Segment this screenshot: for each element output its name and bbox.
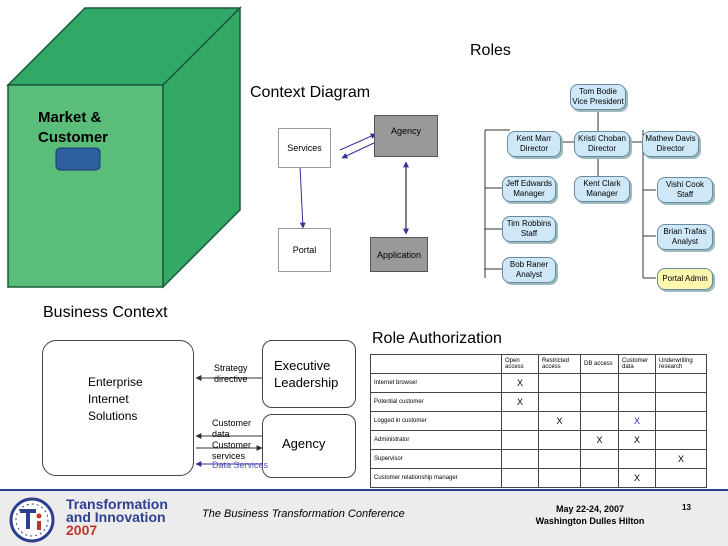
enterprise-box[interactable] (42, 340, 194, 476)
footer-bar (0, 489, 728, 546)
row-label: Internet browser (370, 373, 502, 393)
cube-inner-button (55, 147, 101, 171)
market-cube (6, 6, 242, 289)
context-connectors (299, 133, 409, 235)
role-authorization-title: Role Authorization (372, 330, 502, 347)
row-label: Customer relationship manager (370, 468, 502, 488)
row-label: Logged in customer (370, 411, 502, 431)
executive-leadership-box[interactable] (262, 340, 356, 408)
row-label: Potential customer (370, 392, 502, 412)
org-node-portal-admin[interactable]: Portal Admin (657, 268, 713, 290)
conference-title: The Business Transformation Conference (202, 508, 405, 520)
cube-front-face (7, 84, 164, 288)
role-authorization-table: Open access Restricted access DB access … (370, 354, 707, 488)
table-row: Customer relationship manager X (370, 468, 707, 488)
strategy-directive-label: Strategy directive (214, 363, 248, 384)
table-row: Logged in customer X X (370, 411, 707, 431)
auth-col-db-access: DB access (580, 354, 619, 374)
portal-box[interactable]: Portal (278, 228, 331, 272)
auth-col-customer-data: Customer data (618, 354, 656, 374)
agency-business-label: Agency (282, 436, 326, 451)
page-number: 13 (682, 503, 691, 512)
business-arrows (195, 375, 263, 467)
auth-col-restricted-access: Restricted access (538, 354, 581, 374)
auth-col-open-access: Open access (501, 354, 539, 374)
ti-logo-icon (9, 497, 55, 543)
table-row: Supervisor X (370, 449, 707, 469)
enterprise-label: Enterprise Internet Solutions (88, 375, 143, 423)
conference-date: May 22-24, 2007 Washington Dulles Hilton (535, 504, 645, 526)
table-row: Internet browser X (370, 373, 707, 393)
context-diagram-title: Context Diagram (250, 84, 371, 101)
auth-col-underwriting-research: Underwriting research (655, 354, 707, 374)
footer-logo-text: Transformation and Innovation 2007 (66, 496, 168, 538)
services-box[interactable]: Services (278, 128, 331, 168)
customer-data-label: Customer data (212, 418, 252, 439)
business-context-title: Business Context (43, 304, 168, 321)
auth-header-row: Open access Restricted access DB access … (370, 354, 707, 374)
application-box[interactable]: Application (370, 237, 428, 272)
table-row: Potential customer X (370, 392, 707, 412)
footer-rule (0, 489, 728, 491)
data-services-label: Data Services (212, 460, 269, 470)
row-label: Administrator (370, 430, 502, 450)
market-label: Market & Customer (38, 109, 109, 146)
executive-leadership-label: Executive Leadership (274, 358, 339, 390)
agency-context-box[interactable]: Agency (374, 115, 438, 157)
customer-services-label: Customer services (212, 440, 252, 461)
row-label: Supervisor (370, 449, 502, 469)
roles-title: Roles (470, 42, 511, 59)
table-row: Administrator X X (370, 430, 707, 450)
